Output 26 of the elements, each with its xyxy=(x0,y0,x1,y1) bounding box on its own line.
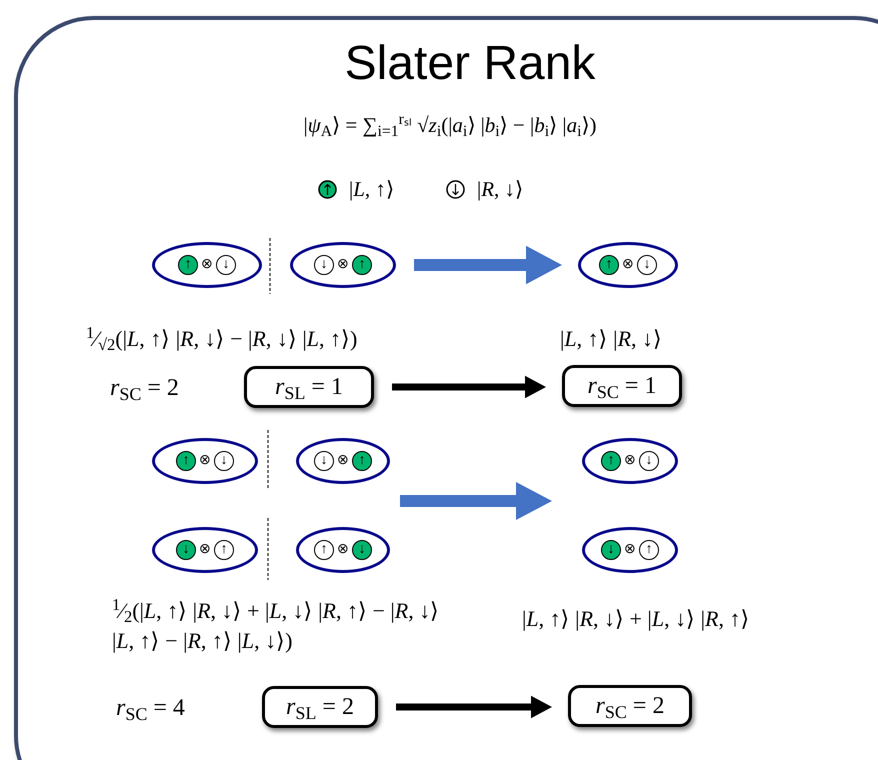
rank-box: r$_{SC}$ = 1 xyxy=(562,365,682,407)
tensor-product-symbol: ⊗ xyxy=(201,258,213,272)
legend-text: |R, ↓⟩ xyxy=(477,176,524,203)
title: Slater Rank xyxy=(344,36,596,92)
rank-box: r$_{SL}$ = 2 xyxy=(262,686,378,728)
rank-value: r$_{SC}$ = 2 xyxy=(110,374,180,406)
rank-box: r$_{SC}$ = 2 xyxy=(568,685,692,727)
rank-box: r$_{SL}$ = 1 xyxy=(244,366,374,408)
rank-value: r$_{SC}$ = 4 xyxy=(116,694,186,726)
arrow xyxy=(396,696,552,718)
tensor-product-symbol: ⊗ xyxy=(624,454,636,468)
state-formula: |L, ↑⟩ |R, ↓⟩ xyxy=(560,325,664,353)
tensor-product-symbol: ⊗ xyxy=(337,543,349,557)
state-formula: $^{1}$⁄$_{√2}$(|L, ↑⟩ |R, ↓⟩ − |R, ↓⟩ |L, ↑⟩) xyxy=(86,322,358,355)
state-formula: |L, ↑⟩ |R, ↓⟩ + |L, ↓⟩ |R, ↑⟩ xyxy=(522,605,750,633)
tensor-product-symbol: ⊗ xyxy=(624,543,636,557)
state-formula: |ψ$_{A}$⟩ = ∑$_{i=1}$$^{rₛₗ}$ √z$_{i}$(|a$_{i}$⟩ |b$_{i}$⟩ − |b$_{i}$⟩ |a$_{i}$⟩) xyxy=(302,110,598,142)
state-formula: $^{1}$⁄$_{2}$(|L, ↑⟩ |R, ↓⟩ + |L, ↓⟩ |R, ↑⟩ − |R, ↓⟩ |L, ↑⟩ − |R, ↑⟩ |L, ↓⟩) xyxy=(112,596,440,655)
tensor-product-symbol: ⊗ xyxy=(337,454,349,468)
arrow xyxy=(392,376,546,398)
tensor-product-symbol: ⊗ xyxy=(337,258,349,272)
tensor-product-symbol: ⊗ xyxy=(199,543,211,557)
legend-text: |L, ↑⟩ xyxy=(349,176,394,203)
arrow xyxy=(414,246,562,284)
tensor-product-symbol: ⊗ xyxy=(622,258,634,272)
tensor-product-symbol: ⊗ xyxy=(199,454,211,468)
